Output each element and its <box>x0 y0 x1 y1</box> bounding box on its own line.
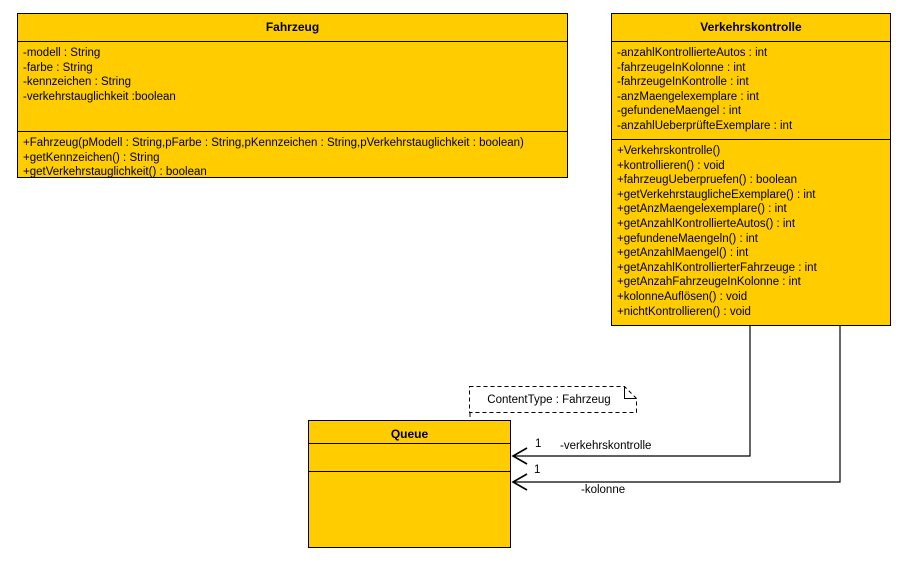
operations-compartment-fahrzeug: +Fahrzeug(pModell : String,pFarbe : Stri… <box>18 131 567 178</box>
operation-item: +getKennzeichen() : String <box>23 151 160 164</box>
attribute-item: -anzMaengelexemplare : int <box>617 90 759 103</box>
operation-item: +Verkehrskontrolle() <box>617 145 721 157</box>
role-label-kolonne: -kolonne <box>581 484 626 496</box>
arrowhead-open-verkehrskontrolle <box>511 447 528 465</box>
attribute-item: -verkehrstauglichkeit :boolean <box>23 90 176 103</box>
operation-item: +getAnzahlKontrollierterFahrzeuge : int <box>617 261 817 274</box>
class-box-queue[interactable]: Queue <box>308 420 511 548</box>
operation-item: +kolonneAuflösen() : void <box>617 290 748 303</box>
multiplicity-label-verkehrskontrolle: 1 <box>535 438 542 450</box>
operation-item: +getAnzahlMaengel() : int <box>617 247 749 260</box>
operation-item: +Fahrzeug(pModell : String,pFarbe : Stri… <box>23 137 524 149</box>
attribute-item: -modell : String <box>23 47 101 59</box>
attributes-compartment-queue <box>309 443 510 471</box>
class-name-queue: Queue <box>390 427 429 441</box>
class-box-verkehrskontrolle[interactable]: Verkehrskontrolle -anzahlKontrollierteAu… <box>611 13 891 326</box>
note-text: ContentType : Fahrzeug <box>487 393 611 406</box>
operation-item: +getAnzahlKontrollierteAutos() : int <box>617 217 796 230</box>
operation-item: +getVerkehrstauglichkeit() : boolean <box>23 166 207 178</box>
attribute-item: -anzahlKontrollierteAutos : int <box>617 47 768 59</box>
operation-item: +gefundeneMaengeln() : int <box>617 232 758 245</box>
arrowhead-open-kolonne <box>511 473 528 491</box>
role-label-verkehrskontrolle: -verkehrskontrolle <box>560 440 652 452</box>
attributes-compartment-fahrzeug: -modell : String -farbe : String -kennze… <box>18 41 567 131</box>
class-name-verkehrskontrolle: Verkehrskontrolle <box>700 20 802 34</box>
class-name-fahrzeug: Fahrzeug <box>265 20 320 34</box>
operation-item: +nichtKontrollieren() : void <box>617 305 751 318</box>
attribute-item: -fahrzeugeInKolonne : int <box>617 61 746 74</box>
operation-item: +getAnzMaengelexemplare() : int <box>617 203 787 216</box>
attributes-compartment-verkehrskontrolle: -anzahlKontrollierteAutos : int -fahrzeu… <box>612 41 890 139</box>
attribute-item: -fahrzeugeInKontrolle : int <box>617 76 749 89</box>
class-box-fahrzeug[interactable]: Fahrzeug -modell : String -farbe : Strin… <box>17 13 568 178</box>
operation-item: +getAnzahFahrzeugeInKolonne : int <box>617 276 801 289</box>
multiplicity-label-kolonne: 1 <box>534 464 541 476</box>
attribute-item: -farbe : String <box>23 61 93 74</box>
operations-compartment-verkehrskontrolle: +Verkehrskontrolle() +kontrollieren() : … <box>612 139 890 325</box>
attribute-item: -kennzeichen : String <box>23 76 132 89</box>
operation-item: +kontrollieren() : void <box>617 159 725 172</box>
operation-item: +fahrzeugUeberpruefen() : boolean <box>617 174 797 187</box>
attribute-item: -gefundeneMaengel : int <box>617 105 742 118</box>
attribute-item: -anzahlUeberprüfteExemplare : int <box>617 119 793 132</box>
operation-item: +getVerkehrstauglicheExemplare() : int <box>617 188 816 201</box>
operations-compartment-queue <box>309 471 510 547</box>
note-contenttype[interactable]: ContentType : Fahrzeug <box>469 386 637 413</box>
